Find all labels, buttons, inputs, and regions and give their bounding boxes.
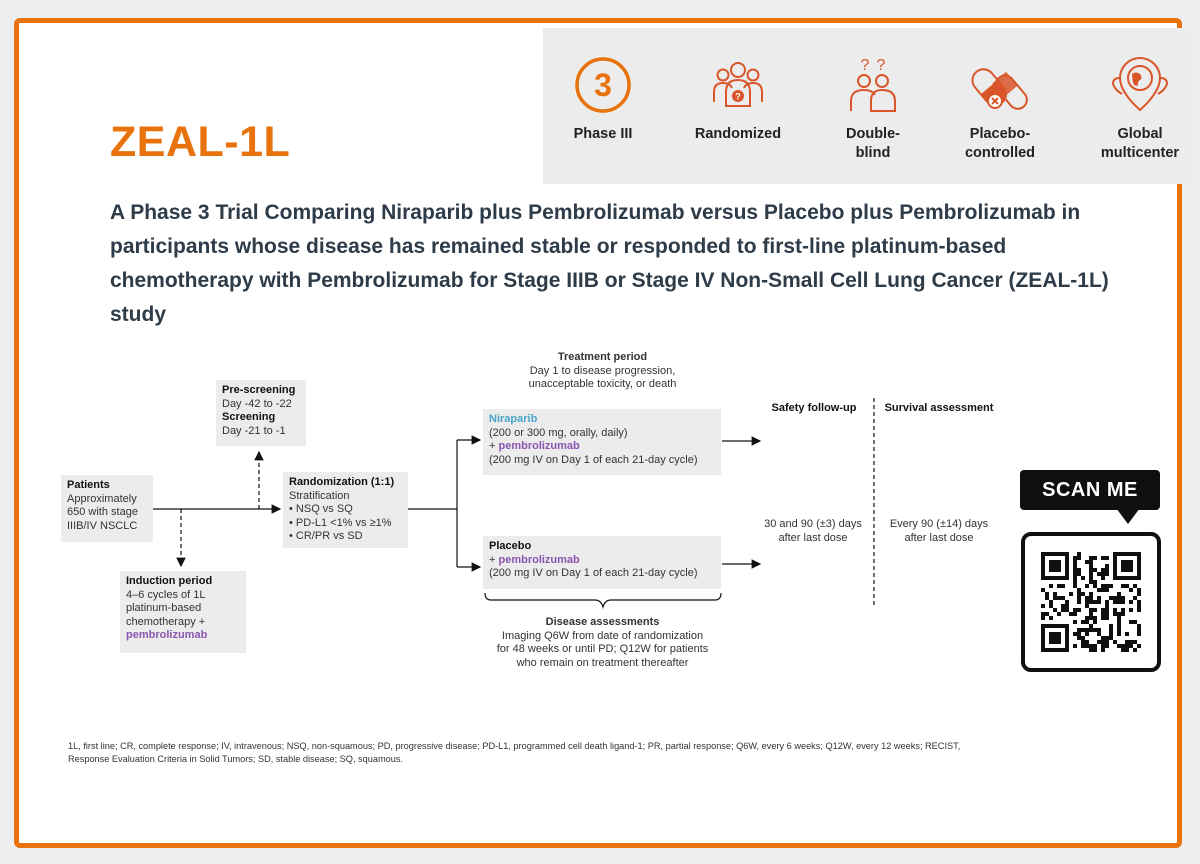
arm-b-drug: Placebo	[489, 540, 532, 552]
svg-text:?: ?	[735, 92, 741, 102]
survival-text: Every 90 (±14) days after last dose	[878, 518, 1000, 545]
qr-code-frame[interactable]	[1021, 532, 1161, 672]
feature-label: Global multicenter	[1100, 126, 1180, 161]
feature-label: Randomized	[694, 126, 782, 142]
arm-niraparib-box: Niraparib (200 or 300 mg, orally, daily)…	[483, 409, 721, 475]
qr-code-icon[interactable]	[1025, 536, 1157, 668]
number-3-circle-icon: 3	[575, 57, 631, 113]
location-pin-icon	[1111, 57, 1169, 112]
treatment-text-1: Day 1 to disease progression,	[529, 364, 676, 377]
svg-text:?: ?	[877, 57, 886, 74]
scan-me-label: SCAN ME	[1020, 470, 1160, 510]
pill-capsule-icon	[971, 68, 1028, 110]
disease-text-2: for 48 weeks or until PD; Q12W for patie…	[496, 643, 709, 655]
study-subtitle: A Phase 3 Trial Comparing Niraparib plus…	[110, 201, 1109, 326]
strat-item: • PD-L1 <1% vs ≥1%	[289, 516, 392, 529]
induction-drug: pembrolizumab	[126, 629, 208, 641]
disease-text-3: who remain on treatment thereafter	[516, 656, 689, 669]
safety-text-2: after last dose	[778, 531, 848, 544]
feature-label: Phase III	[573, 126, 633, 142]
randomization-box: Randomization (1:1) Stratification • NSQ…	[283, 472, 408, 548]
prescreening-title: Pre-screening	[222, 384, 296, 396]
patients-text: Approximately 650 with stage IIIB/IV NSC…	[67, 492, 138, 532]
safety-text-1: 30 and 90 (±3) days	[764, 518, 862, 530]
treatment-text-2: unacceptable toxicity, or death	[528, 378, 677, 390]
feature-label: Double- blind	[846, 126, 900, 161]
safety-text: 30 and 90 (±3) days after last dose	[752, 518, 874, 545]
prescreening-days: Day -42 to -22	[222, 397, 292, 410]
phase-number: 3	[594, 67, 612, 103]
group-people-icon: ?	[713, 62, 763, 107]
scan-me-pointer	[1116, 508, 1140, 524]
safety-title: Safety follow-up	[771, 402, 857, 414]
survival-text-2: after last dose	[904, 531, 974, 544]
arm-a-dose-2: (200 mg IV on Day 1 of each 21-day cycle…	[489, 453, 698, 466]
svg-text:?: ?	[861, 57, 870, 74]
survival-text-1: Every 90 (±14) days	[889, 518, 989, 530]
patients-box: Patients Approximately 650 with stage II…	[61, 475, 153, 542]
disease-title: Disease assessments	[545, 616, 660, 628]
screening-days: Day -21 to -1	[222, 424, 286, 437]
arm-a-drug: Niraparib	[489, 413, 538, 425]
induction-text: 4–6 cycles of 1L platinum-based chemothe…	[126, 588, 206, 628]
treatment-period: Treatment period Day 1 to disease progre…	[490, 351, 715, 392]
induction-box: Induction period 4–6 cycles of 1L platin…	[120, 571, 246, 653]
arm-b-plus: +	[489, 553, 499, 566]
treatment-title: Treatment period	[557, 351, 648, 363]
induction-title: Induction period	[126, 575, 213, 587]
stratification-label: Stratification	[289, 489, 350, 502]
arm-b-drug-2: pembrolizumab	[498, 553, 580, 566]
screening-title: Screening	[222, 411, 276, 423]
disease-assessments: Disease assessments Imaging Q6W from dat…	[475, 616, 730, 670]
strat-item: • CR/PR vs SD	[289, 530, 363, 542]
feature-label: Placebo- controlled	[964, 126, 1036, 161]
footnote: 1L, first line; CR, complete response; I…	[68, 741, 961, 764]
question-people-icon: ? ?	[850, 57, 896, 112]
arm-b-dose: (200 mg IV on Day 1 of each 21-day cycle…	[489, 567, 698, 579]
strat-item: • NSQ vs SQ	[289, 503, 353, 515]
arm-a-plus: +	[489, 440, 499, 452]
arm-a-dose: (200 or 300 mg, orally, daily)	[489, 426, 628, 439]
study-title: ZEAL-1L	[110, 118, 291, 166]
feature-strip: 3 Phase III ? Randomized ? ?	[543, 28, 1195, 184]
patients-title: Patients	[67, 479, 110, 491]
arm-placebo-box: Placebo + pembrolizumab (200 mg IV on Da…	[483, 536, 721, 589]
survival-title: Survival assessment	[884, 402, 994, 414]
disease-text-1: Imaging Q6W from date of randomization	[501, 629, 704, 642]
arm-a-drug-2: pembrolizumab	[498, 440, 580, 452]
prescreening-box: Pre-screening Day -42 to -22 Screening D…	[216, 380, 306, 446]
randomization-title: Randomization (1:1)	[289, 476, 395, 488]
